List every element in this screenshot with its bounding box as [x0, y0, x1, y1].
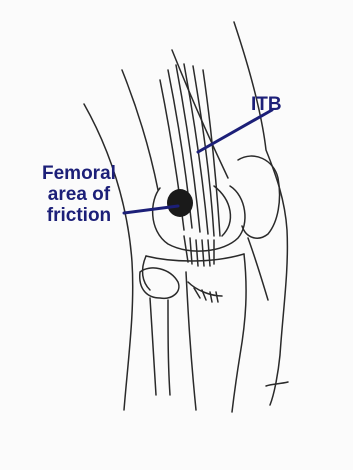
femoral-label-line-3: friction — [42, 205, 116, 226]
tibia-plateau — [146, 254, 244, 261]
femoral-friction-label: Femoral area of friction — [42, 163, 116, 226]
itb-fiber — [193, 66, 214, 236]
tibia-shaft-front — [232, 254, 246, 412]
tibia-shaft-back — [186, 272, 196, 410]
fibula-shaft-b — [168, 300, 170, 395]
femoral-label-line-2: area of — [42, 184, 116, 205]
tibia-head-back — [143, 256, 150, 290]
femur-posterior-edge — [122, 70, 158, 190]
fibula-shaft-a — [150, 298, 156, 395]
itb-label: ITB — [251, 94, 282, 115]
femoral-label-line-1: Femoral — [42, 163, 116, 184]
artist-signature — [266, 382, 288, 386]
patellar-tendon — [248, 238, 268, 300]
thigh-back-contour — [84, 104, 133, 410]
friction-area — [167, 189, 193, 217]
thigh-front-contour — [234, 22, 287, 405]
